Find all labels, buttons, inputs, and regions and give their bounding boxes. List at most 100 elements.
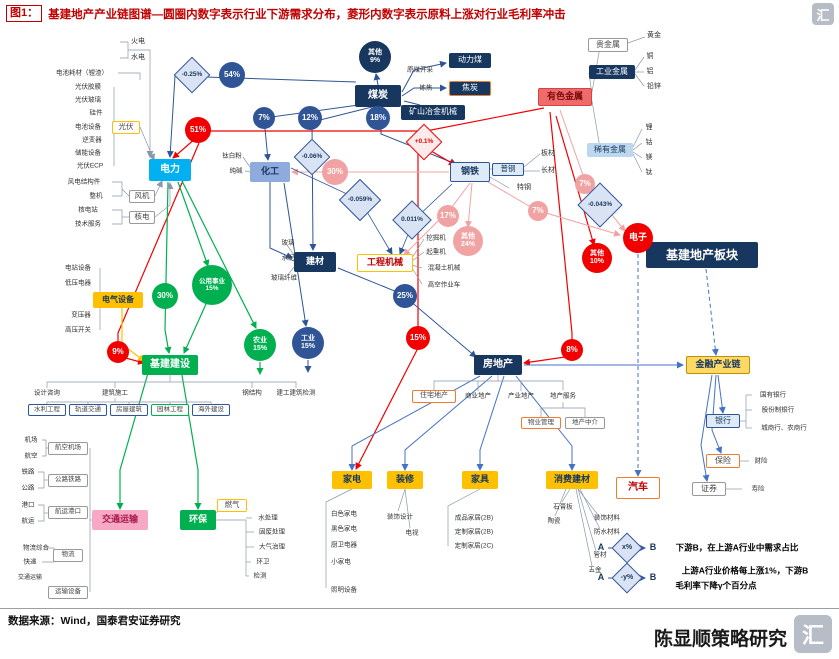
node-gypsum-board: 石膏板 <box>553 503 573 511</box>
node-securities: 证券 <box>692 482 726 496</box>
node-label: 17% <box>439 210 456 220</box>
node-label: 51% <box>189 124 206 134</box>
node-nuclear-plant: 核电站 <box>78 206 98 214</box>
node-solid-waste: 固废处理 <box>259 528 285 536</box>
node-imp-0059: -0.059% <box>338 178 382 222</box>
node-plate-steel: 板材 <box>541 150 555 158</box>
node-label: 其他 <box>461 233 475 241</box>
node-steel-structure: 钢结构 <box>242 389 262 397</box>
node-sector: 基建地产板块 <box>646 242 758 268</box>
node-industrial-re: 产业地产 <box>508 392 534 400</box>
node-small-appliance: 小家电 <box>331 558 351 566</box>
node-chemical: 化工 <box>250 162 290 182</box>
node-deco-design: 装饰设计 <box>387 513 413 521</box>
node-imp-025: -0.25% <box>173 56 211 94</box>
figure-title-bar: 图1： 基建地产产业链图谱—圆圈内数字表示行业下游需求分布，菱形内数字表示原料上… <box>6 5 566 22</box>
node-label: 30% <box>156 290 173 300</box>
node-consumer-bm: 消费建材 <box>546 471 598 489</box>
node-imp-01: +0.1% <box>405 123 443 161</box>
node-rail-transit: 轨道交通 <box>69 404 107 416</box>
node-pipes: 管材 <box>593 551 607 559</box>
diamond-label: -0.25% <box>181 71 203 79</box>
node-electrical-equip: 电气设备 <box>93 292 143 308</box>
node-pv-glass: 光伏玻璃 <box>75 96 101 104</box>
node-label: 54% <box>223 69 240 79</box>
node-silicon: 硅件 <box>89 109 103 117</box>
node-imp-0043: -0.043% <box>577 182 623 228</box>
node-property-mgmt: 物业管理 <box>521 417 561 429</box>
node-white-appliance: 白色家电 <box>331 510 357 518</box>
node-titanium-dioxide: 钛白粉 <box>222 152 242 160</box>
node-pct-17: 17% <box>437 205 459 227</box>
node-shipping-port: 航运港口 <box>48 505 88 519</box>
node-label: 7% <box>579 178 591 188</box>
node-legend-b1: B <box>649 542 657 553</box>
node-storage-equip: 储能设备 <box>75 149 101 157</box>
node-overseas-const: 海外建设 <box>192 404 230 416</box>
node-coking: 炼焦 <box>419 84 433 92</box>
node-power: 电力 <box>149 159 191 181</box>
gelonghui-logo-top-icon: 汇 <box>812 3 834 25</box>
node-hv-switch: 高压开关 <box>65 326 91 334</box>
node-housing-const: 房屋建筑 <box>110 404 148 416</box>
node-hydro-power: 水电 <box>131 54 145 62</box>
diamond-label: -0.06% <box>301 153 323 161</box>
node-nuclear: 核电 <box>129 210 155 224</box>
node-finished-furniture: 成品家居(2B) <box>454 514 494 522</box>
node-logistics: 物流 <box>53 548 83 562</box>
node-battery-equip: 电池设备 <box>75 123 101 131</box>
node-bank: 银行 <box>706 414 740 428</box>
node-titanium: 钛 <box>645 169 653 177</box>
node-thermal-power: 火电 <box>131 38 145 46</box>
node-real-estate: 房地产 <box>474 355 522 375</box>
node-machinery: 工程机械 <box>357 254 413 272</box>
node-coal: 煤炭 <box>355 85 401 107</box>
node-legend-a2: A <box>597 572 605 583</box>
node-re-service: 地产服务 <box>550 392 576 400</box>
logo-glyph: 汇 <box>816 7 830 23</box>
node-special-steel: 特钢 <box>517 184 531 192</box>
node-residential: 住宅地产 <box>412 389 456 403</box>
node-air-treatment: 大气治理 <box>259 543 285 551</box>
node-label: 9% <box>112 346 124 356</box>
node-copper: 铜 <box>646 53 654 61</box>
node-cobalt: 钴 <box>645 139 653 147</box>
node-label: 25% <box>396 290 413 300</box>
diamond-label: -y% <box>620 574 634 582</box>
node-kitchen-appliance: 厨卫电器 <box>331 541 357 549</box>
node-glass: 玻璃 <box>281 239 295 247</box>
node-whole-machine: 整机 <box>89 192 103 200</box>
node-pct-8-red: 8% <box>561 339 583 361</box>
node-pct-7-chem: 7% <box>253 107 275 129</box>
node-pct-30-pink: 30% <box>322 159 348 185</box>
node-legend-line2: 上游A行业价格每上涨1%，下游B <box>681 565 809 576</box>
node-environment: 环保 <box>180 510 216 530</box>
node-pct-25: 25% <box>393 284 417 308</box>
figure-title: 基建地产产业链图谱—圆圈内数字表示行业下游需求分布，菱形内数字表示原料上涨对行业… <box>48 8 566 21</box>
node-ceramics: 陶瓷 <box>547 517 561 525</box>
diamond-label: x% <box>621 544 633 552</box>
node-lv-electric: 低压电器 <box>65 279 91 287</box>
node-pct-9-red: 9% <box>107 341 129 363</box>
node-steel: 钢铁 <box>450 162 490 182</box>
node-transport-label: 交通运输 <box>17 574 43 581</box>
footer-divider <box>0 608 839 609</box>
node-port: 港口 <box>21 501 35 509</box>
node-pct-12: 12% <box>298 106 322 130</box>
node-water-eng: 水利工程 <box>28 404 66 416</box>
node-aluminum: 铝 <box>646 68 654 76</box>
logo-glyph: 汇 <box>801 623 824 648</box>
node-crane: 起重机 <box>426 248 446 256</box>
node-highway: 公路 <box>21 484 35 492</box>
gelonghui-logo-bottom-icon: 汇 <box>794 615 832 653</box>
node-agency: 地产中介 <box>565 417 605 429</box>
node-aerial-platform: 高空作业车 <box>427 281 461 289</box>
node-gas: 燃气 <box>217 498 247 512</box>
node-pv-ecp: 光伏ECP <box>76 162 104 170</box>
node-construction: 建筑施工 <box>102 389 128 397</box>
